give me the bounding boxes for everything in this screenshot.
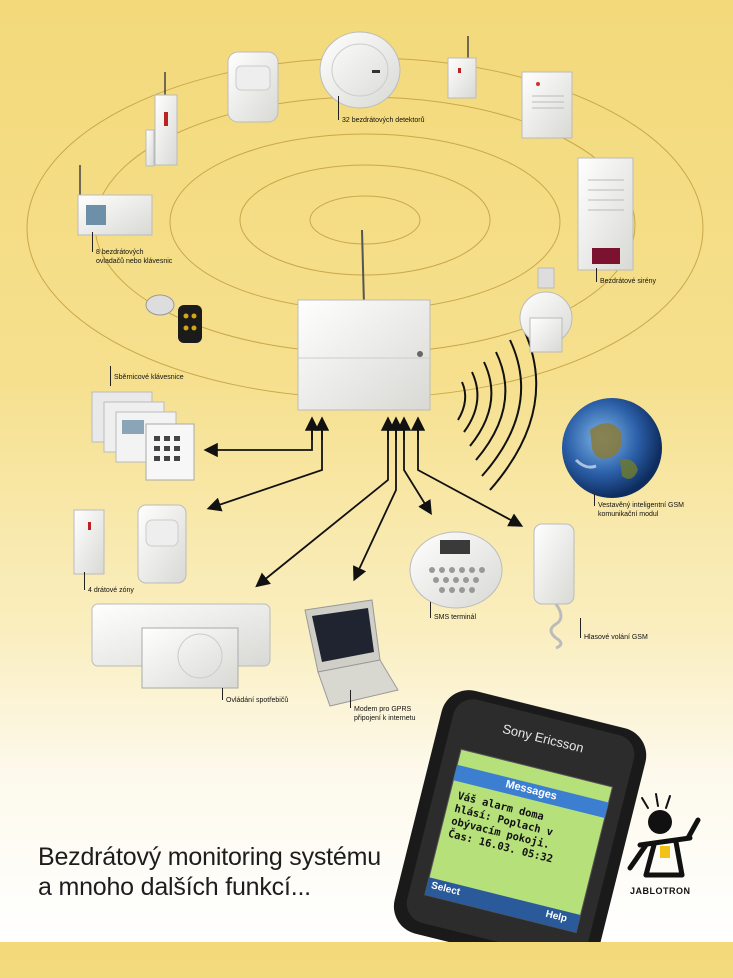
label-modem-2: připojení k internetu (354, 715, 416, 722)
label-voice-call: Hlasové volání GSM (584, 634, 648, 641)
leader-gsm-module (594, 494, 595, 506)
label-sirens: Bezdrátové sirény (600, 278, 657, 285)
phone-softkey-select: Select (429, 880, 462, 899)
label-gsm-module-1: Vestavěný inteligentní GSM (598, 502, 684, 509)
label-gsm-module-2: komunikační modul (598, 511, 659, 518)
leader-detectors (338, 96, 339, 120)
label-appliances: Ovládání spotřebičů (226, 697, 289, 704)
bus-keypads-device (91, 391, 195, 481)
leader-sirens (596, 268, 597, 282)
leader-appliances (222, 688, 223, 700)
diagram-canvas (26, 31, 704, 942)
leader-wired-zones (84, 572, 85, 590)
leader-voice-call (580, 618, 581, 638)
jablotron-logo-figure (627, 793, 701, 878)
door-contact-device (145, 72, 178, 167)
panel-input-arrows (304, 416, 426, 440)
keyfobs-device (145, 294, 202, 343)
label-detectors: 32 bezdrátových detektorů (342, 117, 425, 124)
tagline: Bezdrátový monitoring systému a mnoho da… (38, 842, 381, 902)
earth-globe-image (562, 398, 662, 498)
mobile-phone-device (393, 690, 647, 942)
tagline-line-1: Bezdrátový monitoring systému (38, 843, 381, 871)
gsm-wave-arcs (457, 329, 538, 491)
label-controllers-2: ovladačů nebo klávesnic (96, 258, 173, 265)
magnetic-detector-device (447, 36, 477, 99)
leader-sms-terminal (430, 602, 431, 618)
jablotron-logo-text: JABLOTRON (630, 886, 691, 896)
label-bus-keypads: Sběrnicové klávesnice (114, 374, 184, 381)
smoke-detector-device (319, 31, 401, 109)
air-conditioner-device (91, 603, 271, 689)
indoor-siren-device (519, 267, 573, 353)
wired-sensors-device (73, 504, 187, 584)
leader-modem (350, 690, 351, 708)
leader-bus-keypads (110, 366, 111, 386)
label-controllers-1: 8 bezdrátových (96, 249, 144, 256)
pir-detector-device (227, 51, 279, 123)
gas-detector-device (521, 71, 573, 139)
label-sms-terminal: SMS terminál (434, 614, 477, 621)
tagline-line-2: a mnoho dalších funkcí... (38, 873, 311, 901)
laptop-modem-device (304, 599, 399, 707)
label-modem-1: Modem pro GPRS (354, 706, 412, 713)
wireless-keypad-device (77, 165, 153, 236)
sms-terminal-device (409, 531, 503, 609)
gsm-handset-device (533, 523, 575, 650)
control-panel-unit (297, 229, 431, 411)
label-wired-zones: 4 drátové zóny (88, 587, 134, 594)
siren-device (577, 157, 634, 271)
phone-softkey-help: Help (544, 908, 569, 925)
leader-controllers (92, 232, 93, 252)
